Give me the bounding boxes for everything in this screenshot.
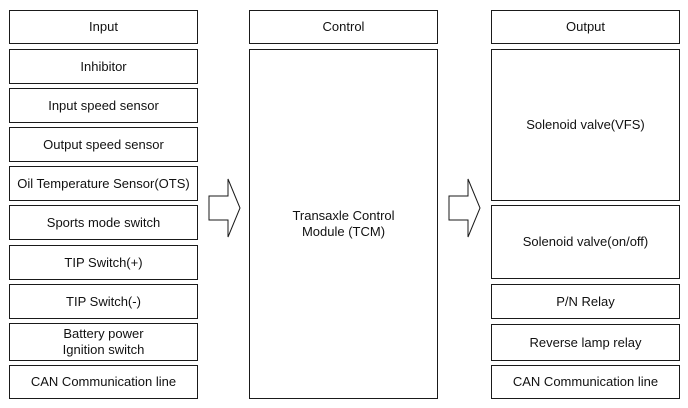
input-inhibitor: Inhibitor	[9, 49, 198, 84]
output-solenoid-valve-on-off: Solenoid valve(on/off)	[491, 205, 680, 279]
input-tip-switch-plus: TIP Switch(+)	[9, 245, 198, 280]
output-solenoid-valve-vfs: Solenoid valve(VFS)	[491, 49, 680, 201]
input-sports-mode-switch: Sports mode switch	[9, 205, 198, 240]
output-reverse-lamp-relay: Reverse lamp relay	[491, 324, 680, 361]
input-can-communication-line: CAN Communication line	[9, 365, 198, 399]
tcm-module: Transaxle Control Module (TCM)	[249, 49, 438, 399]
input-output-speed-sensor: Output speed sensor	[9, 127, 198, 162]
arrow-input-to-control	[208, 178, 241, 238]
output-header: Output	[491, 10, 680, 44]
control-header: Control	[249, 10, 438, 44]
input-header: Input	[9, 10, 198, 44]
arrow-control-to-output	[448, 178, 481, 238]
input-battery-ignition: Battery power Ignition switch	[9, 323, 198, 361]
input-input-speed-sensor: Input speed sensor	[9, 88, 198, 123]
input-tip-switch-minus: TIP Switch(-)	[9, 284, 198, 319]
output-can-communication-line: CAN Communication line	[491, 365, 680, 399]
input-oil-temperature-sensor: Oil Temperature Sensor(OTS)	[9, 166, 198, 201]
output-pn-relay: P/N Relay	[491, 284, 680, 319]
